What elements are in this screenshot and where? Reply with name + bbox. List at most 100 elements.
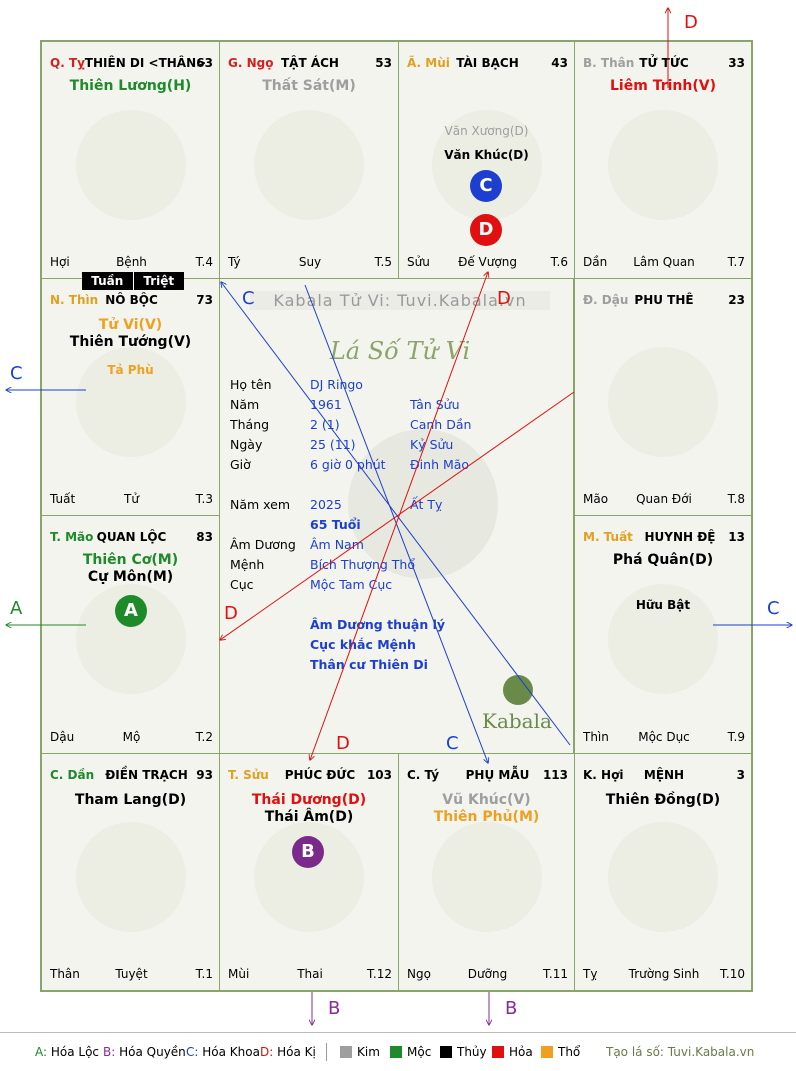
main-star: Thất Sát(M) — [262, 78, 356, 94]
info-label: Họ tên — [230, 377, 272, 392]
minor-star: Văn Khúc(D) — [444, 148, 529, 162]
age: 63 — [196, 56, 213, 70]
can-chi: G. Ngọ — [228, 56, 274, 70]
credit-link[interactable]: Tạo lá số: Tuvi.Kabala.vn — [606, 1045, 755, 1059]
main-star: Thái Dương(D) — [251, 792, 367, 808]
legend-element: Thủy — [440, 1045, 487, 1059]
palace-name: TỬ TỨC — [639, 56, 689, 70]
marker-d: D — [470, 214, 502, 246]
arrow-label-c: C — [767, 598, 780, 619]
main-star: Vũ Khúc(V) — [442, 792, 531, 808]
can-chi: C. Dần — [50, 768, 95, 782]
element-text: Hỏa — [509, 1045, 533, 1059]
main-star: Thiên Cơ(M) — [82, 552, 179, 568]
arrow-label-c: C — [10, 363, 23, 384]
monkey-icon — [608, 109, 718, 220]
footer-phase: Dưỡng — [467, 967, 508, 981]
main-star: Thiên Lương(H) — [69, 78, 192, 94]
arrow-label-d: D — [224, 603, 238, 624]
tuan-triet-badge: Tuần Triệt — [82, 272, 184, 290]
tiger-icon — [75, 821, 186, 932]
palace-name: THIÊN DI <THÂN> — [84, 56, 207, 70]
legend: A: Hóa Lộc B: Hóa Quyền C: Hóa Khoa D: H… — [0, 1032, 796, 1071]
line-c-1 — [221, 282, 571, 746]
legend-element: Kim — [340, 1045, 380, 1059]
footer-limit: T.7 — [727, 255, 745, 269]
legend-text: Hóa Khoa — [202, 1045, 260, 1059]
legend-text: Hóa Lộc — [50, 1045, 100, 1059]
minor-star: Hữu Bật — [635, 598, 691, 612]
arrow-label-b: B — [328, 998, 341, 1019]
footer-limit: T.8 — [727, 492, 745, 506]
legend-divider — [326, 1043, 327, 1061]
legend-key: C: — [186, 1045, 199, 1059]
footer-branch: Mão — [583, 492, 609, 506]
age: 83 — [196, 530, 213, 544]
can-chi: Đ. Dậu — [583, 293, 629, 307]
footer-phase: Tuyệt — [115, 967, 148, 981]
main-star: Liêm Trinh(V) — [610, 78, 716, 94]
age: 23 — [728, 293, 745, 307]
footer-phase: Bệnh — [116, 255, 147, 269]
footer-branch: Ngọ — [407, 967, 431, 981]
tuan-label: Tuần — [82, 272, 134, 290]
legend-item: B: Hóa Quyền — [103, 1045, 186, 1059]
footer-limit: T.1 — [195, 967, 213, 981]
palace-name: PHU THÊ — [634, 293, 694, 307]
info-label: Cục — [230, 577, 254, 592]
footer-branch: Thân — [50, 967, 80, 981]
legend-element: Thổ — [541, 1045, 580, 1059]
element-text: Thổ — [558, 1045, 581, 1059]
arrow-label-d: D — [336, 733, 350, 754]
footer-limit: T.4 — [195, 255, 213, 269]
footer-phase: Lâm Quan — [633, 255, 695, 269]
element-text: Mộc — [407, 1045, 432, 1059]
legend-element: Mộc — [390, 1045, 431, 1059]
can-chi: Ã. Mùi — [407, 56, 450, 70]
dog-icon — [608, 584, 718, 695]
can-chi: M. Tuất — [583, 530, 633, 544]
footer-limit: T.12 — [367, 967, 392, 981]
can-chi: T. Sửu — [228, 768, 269, 782]
info-label: Tháng — [230, 417, 270, 432]
footer-limit: T.10 — [720, 967, 745, 981]
footer-phase: Mộ — [122, 730, 141, 744]
info-label: Âm Dương — [230, 537, 296, 552]
triet-label: Triệt — [143, 274, 175, 288]
info-label: Mệnh — [230, 557, 265, 572]
palace-name: ĐIỀN TRẠCH — [105, 768, 188, 782]
palace-name: TÀI BẠCH — [456, 56, 519, 70]
main-star: Thiên Tướng(V) — [69, 334, 192, 350]
horse-icon — [254, 109, 364, 220]
info-label: Giờ — [230, 457, 251, 472]
footer-branch: Dần — [583, 255, 608, 269]
palace-name: NÔ BỘC — [105, 293, 158, 307]
can-chi: C. Tý — [407, 768, 440, 782]
main-star: Cự Môn(M) — [87, 569, 174, 585]
age: 103 — [366, 768, 392, 782]
can-chi: T. Mão — [50, 530, 94, 544]
footer-phase: Suy — [298, 255, 322, 269]
snake-icon — [75, 109, 186, 220]
footer-branch: Tý — [228, 255, 241, 269]
element-text: Kim — [357, 1045, 380, 1059]
legend-element: Hỏa — [492, 1045, 533, 1059]
age: 3 — [736, 768, 745, 782]
legend-key: B: — [103, 1045, 116, 1059]
footer-limit: T.2 — [195, 730, 213, 744]
info-label: Năm xem — [230, 497, 291, 512]
footer-branch: Tỵ — [583, 967, 598, 981]
legend-key: D: — [260, 1045, 274, 1059]
legend-item: C: Hóa Khoa — [186, 1045, 260, 1059]
